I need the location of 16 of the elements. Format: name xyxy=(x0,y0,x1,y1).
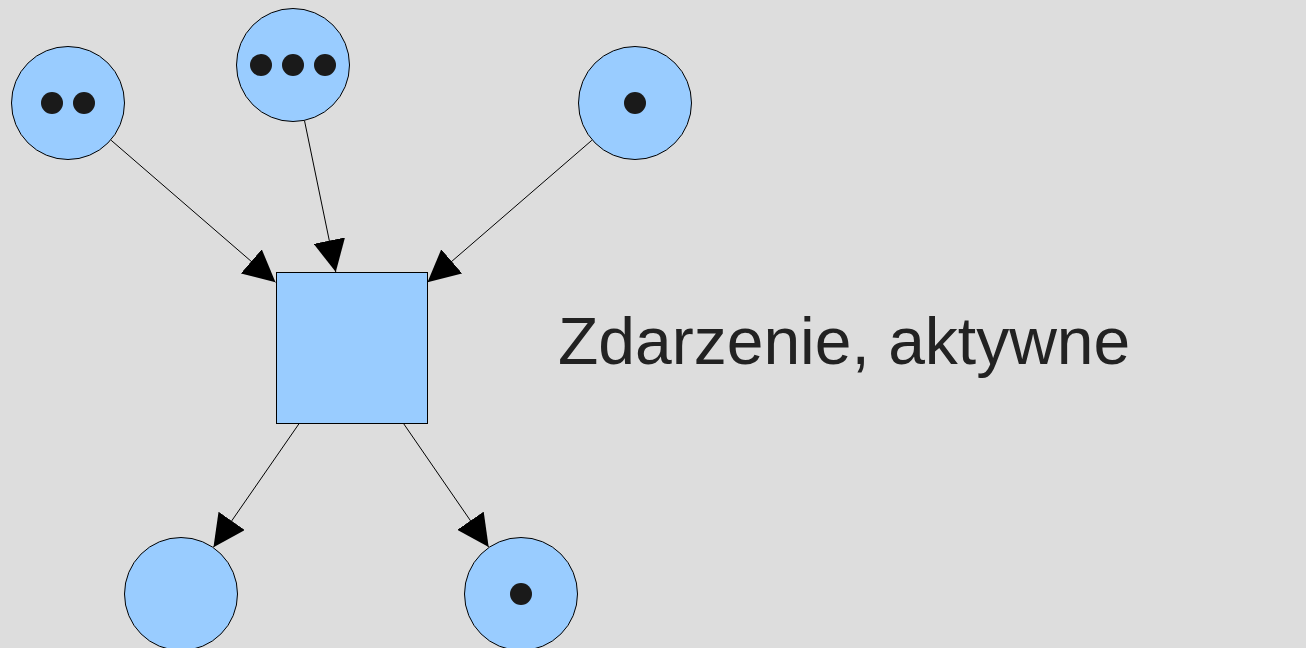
token-dot xyxy=(41,92,63,114)
transition-box xyxy=(275,272,428,424)
place-circle xyxy=(11,46,125,160)
arrow xyxy=(304,120,345,273)
arrow xyxy=(427,139,593,283)
arrow xyxy=(403,423,490,548)
token-dot xyxy=(282,54,304,76)
token-dot xyxy=(624,92,646,114)
arrow xyxy=(110,139,276,283)
arrow xyxy=(212,423,300,548)
token-dot xyxy=(250,54,272,76)
place-circle xyxy=(236,8,350,122)
place-circle xyxy=(578,46,692,160)
token-dot xyxy=(73,92,95,114)
token-dot xyxy=(314,54,336,76)
token-dot xyxy=(510,583,532,605)
